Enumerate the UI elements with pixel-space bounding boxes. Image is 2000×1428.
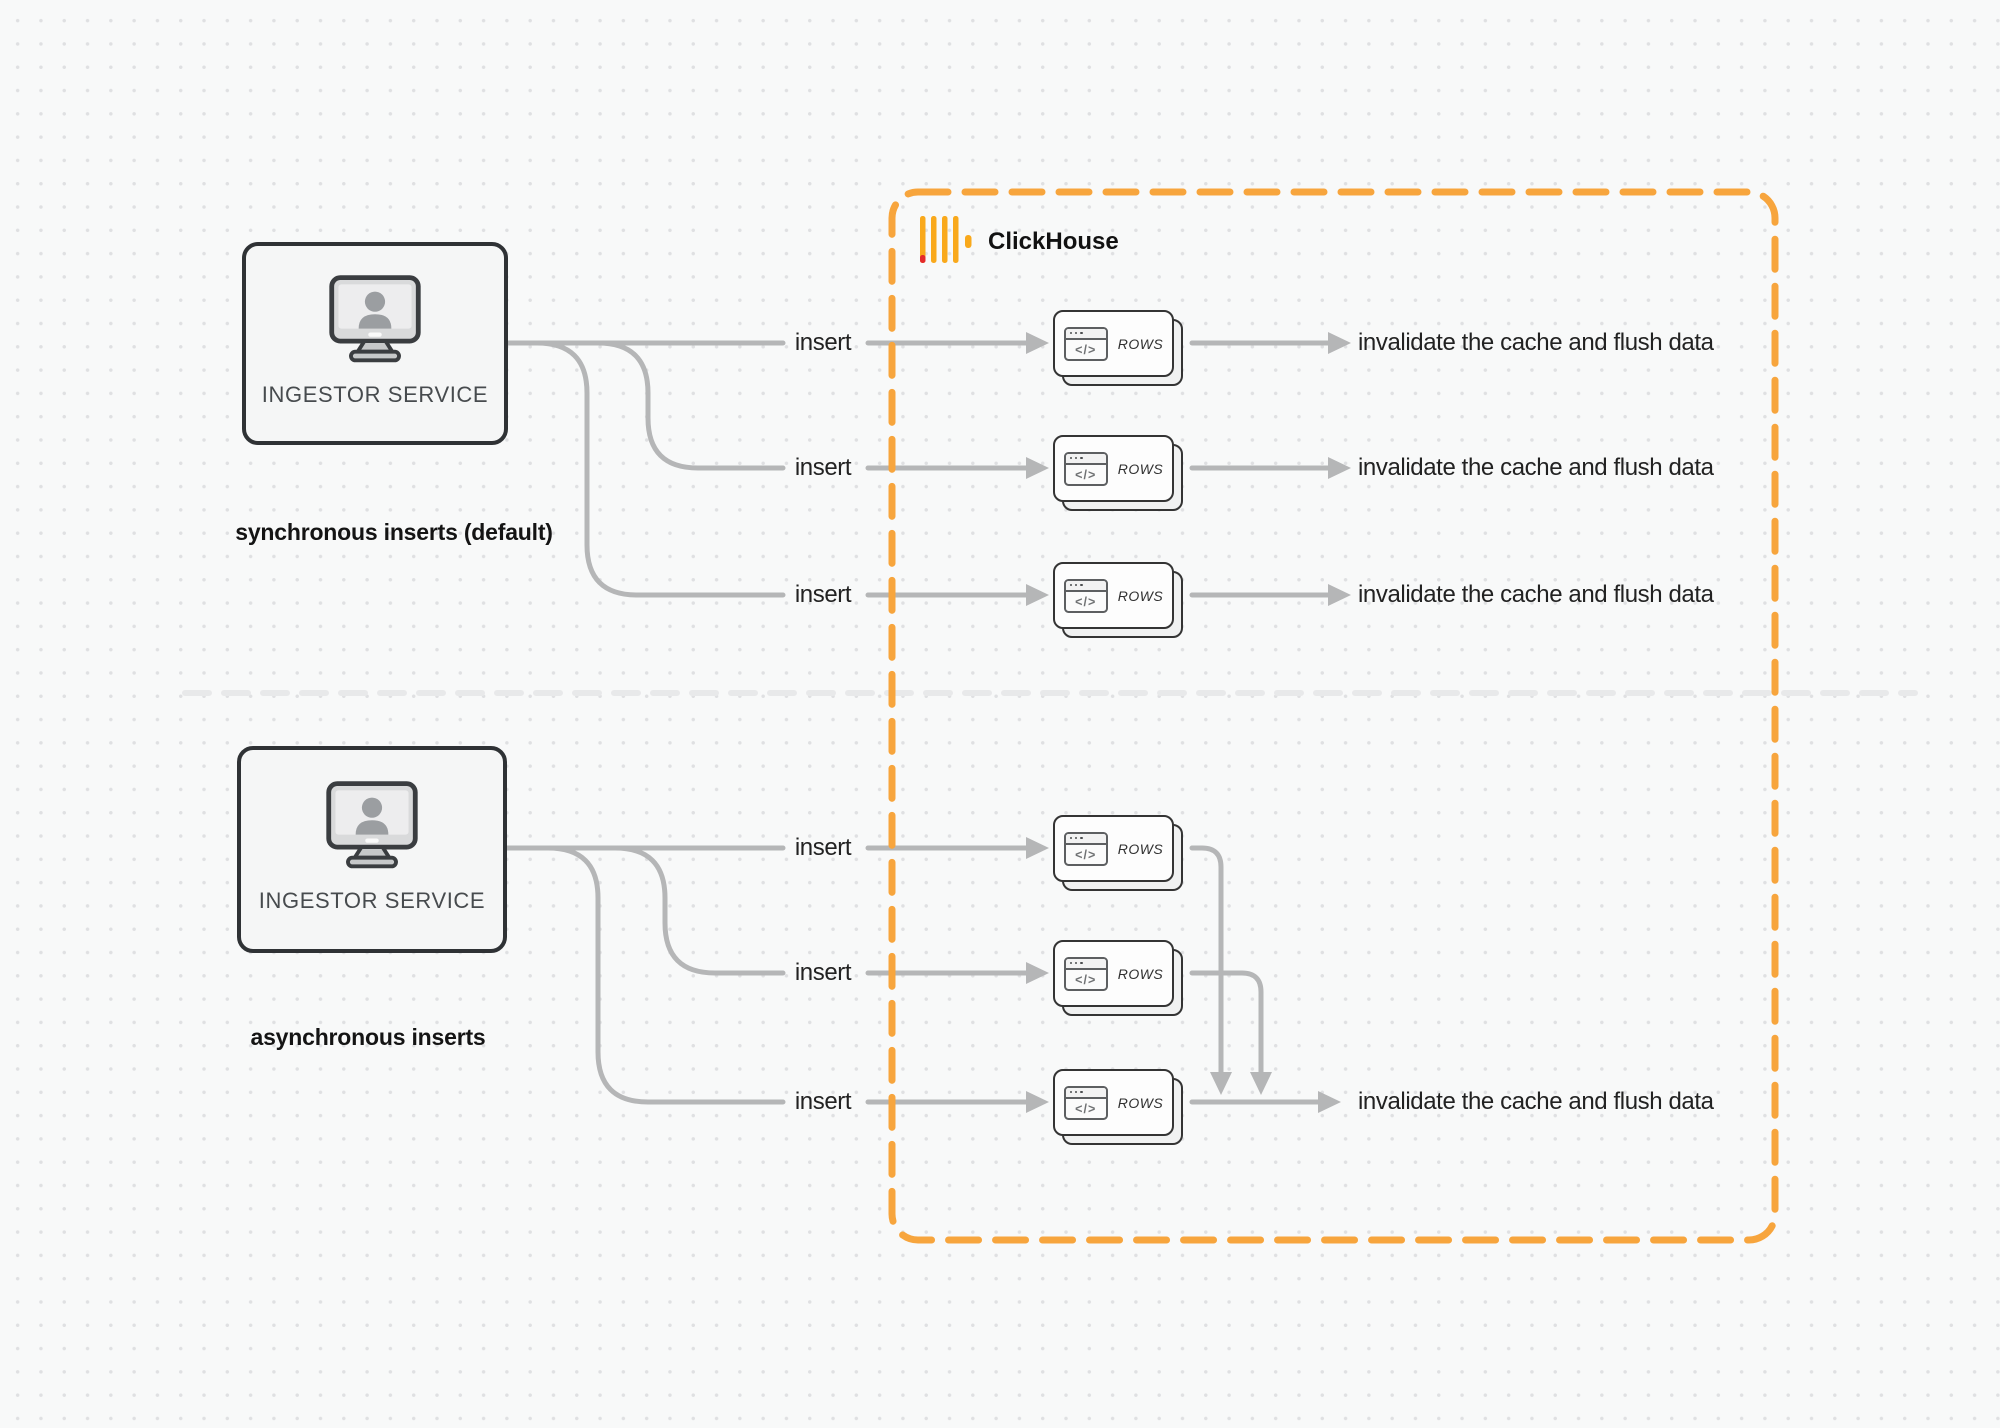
insert-label: insert xyxy=(794,834,852,861)
browser-window-icon: </> xyxy=(1063,326,1108,361)
rows-node-label: ROWS xyxy=(1117,587,1164,604)
service-label: INGESTOR SERVICE xyxy=(258,888,486,913)
invalidate-label: invalidate the cache and flush data xyxy=(1358,329,1714,356)
rows-card: </> ROWS xyxy=(1053,310,1174,377)
insert-label: insert xyxy=(794,959,852,986)
async-connectors xyxy=(504,845,1321,1105)
invalidate-label: invalidate the cache and flush data xyxy=(1358,1088,1714,1115)
rows-card: </> ROWS xyxy=(1053,815,1174,882)
service-label: INGESTOR SERVICE xyxy=(261,382,489,407)
async-section-label: asynchronous inserts xyxy=(250,1024,486,1050)
clickhouse-boundary xyxy=(888,188,1779,1244)
invalidate-label: invalidate the cache and flush data xyxy=(1358,454,1714,481)
rows-card: </> ROWS xyxy=(1053,940,1174,1007)
rows-node-label: ROWS xyxy=(1117,965,1164,982)
sync-connectors xyxy=(505,340,1331,598)
sync-arrowheads xyxy=(1026,332,1351,606)
code-icon: </> xyxy=(1075,468,1097,482)
insert-label: insert xyxy=(794,329,852,356)
code-icon: </> xyxy=(1075,848,1097,862)
async-arrowheads xyxy=(1026,837,1341,1113)
rows-node: </> ROWS xyxy=(1053,562,1185,640)
rows-node: </> ROWS xyxy=(1053,310,1185,388)
sync-ingestor-service-box: INGESTOR SERVICE xyxy=(242,242,508,445)
clickhouse-logo-icon xyxy=(920,216,972,263)
async-ingestor-service-box: INGESTOR SERVICE xyxy=(237,746,507,953)
insert-label: insert xyxy=(794,1088,852,1115)
rows-card: </> ROWS xyxy=(1053,435,1174,502)
browser-window-icon: </> xyxy=(1063,451,1108,486)
clickhouse-title: ClickHouse xyxy=(988,228,1119,255)
browser-window-icon: </> xyxy=(1063,1085,1108,1120)
rows-node: </> ROWS xyxy=(1053,1069,1185,1147)
browser-window-icon: </> xyxy=(1063,578,1108,613)
rows-node: </> ROWS xyxy=(1053,435,1185,513)
rows-node-label: ROWS xyxy=(1117,460,1164,477)
rows-node-label: ROWS xyxy=(1117,1094,1164,1111)
rows-node-label: ROWS xyxy=(1117,335,1164,352)
browser-window-icon: </> xyxy=(1063,956,1108,991)
sync-section-label: synchronous inserts (default) xyxy=(235,519,553,545)
rows-card: </> ROWS xyxy=(1053,1069,1174,1136)
insert-label: insert xyxy=(794,581,852,608)
code-icon: </> xyxy=(1075,595,1097,609)
rows-node-label: ROWS xyxy=(1117,840,1164,857)
code-icon: </> xyxy=(1075,343,1097,357)
rows-node: </> ROWS xyxy=(1053,940,1185,1018)
code-icon: </> xyxy=(1075,1102,1097,1116)
rows-node: </> ROWS xyxy=(1053,815,1185,893)
user-monitor-icon xyxy=(326,781,418,869)
user-monitor-icon xyxy=(329,275,421,363)
invalidate-label: invalidate the cache and flush data xyxy=(1358,581,1714,608)
rows-card: </> ROWS xyxy=(1053,562,1174,629)
browser-window-icon: </> xyxy=(1063,831,1108,866)
code-icon: </> xyxy=(1075,973,1097,987)
insert-label: insert xyxy=(794,454,852,481)
